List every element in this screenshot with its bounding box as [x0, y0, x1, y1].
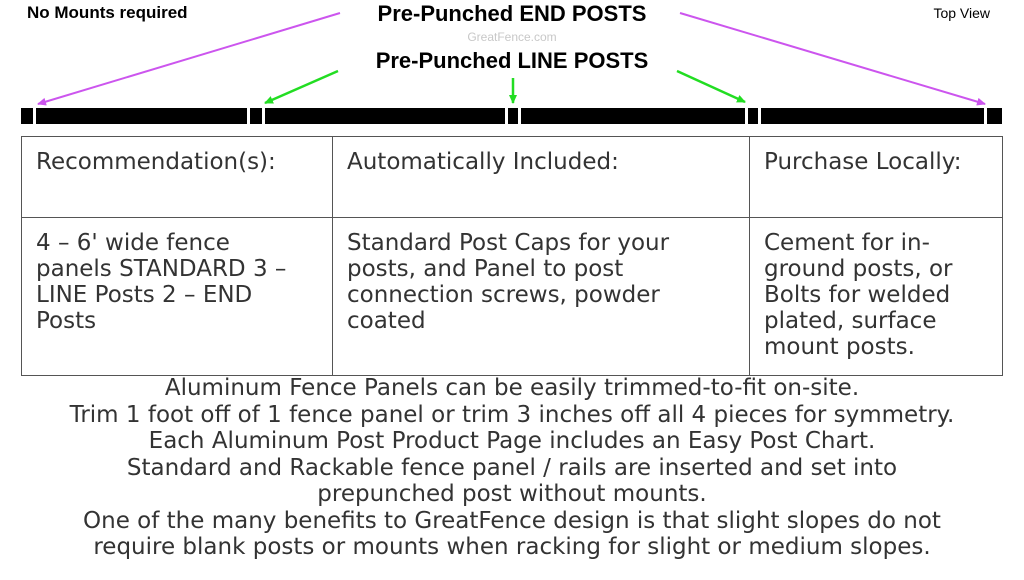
line-post	[758, 108, 761, 124]
line-posts-title: Pre-Punched LINE POSTS	[375, 48, 649, 73]
line-post	[262, 108, 265, 124]
note-line: One of the many benefits to GreatFence d…	[83, 507, 941, 534]
end-post	[984, 108, 987, 124]
header-recommendations: Recommendation(s):	[21, 136, 333, 218]
note-line: prepunched post without mounts.	[317, 481, 707, 507]
fence-diagram	[21, 12, 1002, 124]
table-row: 4 – 6' wide fence panels STANDARD 3 – LI…	[21, 217, 1003, 376]
end-post	[33, 108, 36, 124]
line-post-arrow-right	[676, 69, 746, 104]
view-label: Top View	[933, 5, 990, 21]
cell-recommendations: 4 – 6' wide fence panels STANDARD 3 – LI…	[21, 217, 333, 376]
watermark: GreatFence.com	[467, 30, 557, 44]
line-post	[247, 108, 250, 124]
end-post-arrow-left	[37, 12, 341, 106]
line-post-arrow-left	[264, 69, 339, 105]
note-line: require blank posts or mounts when racki…	[93, 534, 931, 560]
cell-automatically-included: Standard Post Caps for your posts, and P…	[332, 217, 750, 376]
header-automatically-included: Automatically Included:	[332, 136, 750, 218]
note-line: Standard and Rackable fence panel / rail…	[126, 454, 898, 481]
table-header-row: Recommendation(s): Automatically Include…	[21, 136, 1003, 218]
notes-block: Aluminum Fence Panels can be easily trim…	[0, 375, 1024, 561]
note-line: Aluminum Fence Panels can be easily trim…	[164, 375, 860, 401]
end-post-arrow-right	[679, 12, 986, 106]
fence-panel-line	[21, 108, 1002, 124]
note-line: Each Aluminum Post Product Page includes…	[148, 428, 876, 454]
note-line: Trim 1 foot off of 1 fence panel or trim…	[69, 401, 955, 428]
no-mounts-note: No Mounts required	[27, 3, 188, 22]
line-post	[505, 108, 508, 124]
header-purchase-locally: Purchase Locally:	[749, 136, 1003, 218]
info-table: Recommendation(s): Automatically Include…	[21, 136, 1003, 376]
cell-purchase-locally: Cement for in-ground posts, or Bolts for…	[749, 217, 1003, 376]
end-posts-title: Pre-Punched END POSTS	[377, 1, 647, 26]
line-post	[518, 108, 521, 124]
line-post	[745, 108, 748, 124]
